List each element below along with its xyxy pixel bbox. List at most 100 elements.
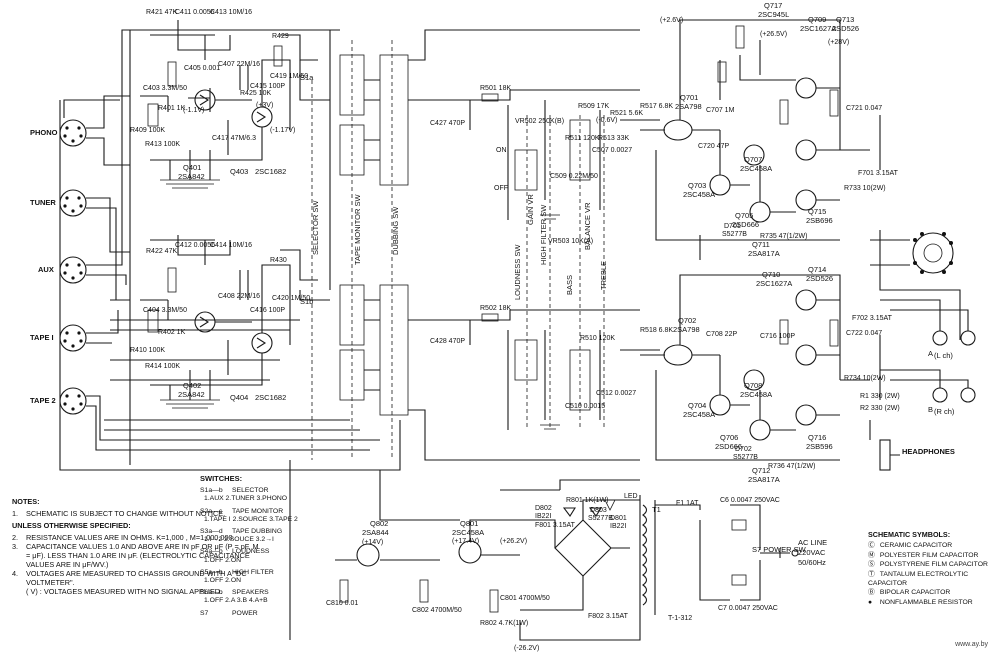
symbol-entry: Ⓜ POLYESTER FILM CAPACITOR bbox=[868, 551, 1000, 560]
note-text: VOLTAGES ARE MEASURED TO CHASSIS GROUND … bbox=[26, 569, 247, 587]
symbol-entry: Ⓒ CERAMIC CAPACITOR bbox=[868, 541, 1000, 550]
q402-type: 2SA842 bbox=[178, 390, 205, 399]
note-number: 3. bbox=[12, 542, 19, 551]
q802-type: 2SA844 bbox=[362, 528, 389, 537]
d702-label: D702 bbox=[735, 446, 752, 453]
switch-positions: 1.TAPE I 2.SOURCE 3.TAPE 2 bbox=[204, 515, 298, 523]
ac-frequency-label: 50/60Hz bbox=[798, 558, 826, 567]
note-number: 2. bbox=[12, 533, 19, 542]
tone-control-section bbox=[470, 89, 660, 430]
symbol-desc: NONFLAMMABLE RESISTOR bbox=[879, 598, 973, 606]
r735-label: R735 47(1/2W) bbox=[760, 233, 807, 240]
q715-type: 2SB696 bbox=[806, 216, 833, 225]
speaker-right-label: (R ch) bbox=[934, 407, 955, 416]
note-number: 1. bbox=[12, 509, 19, 518]
switch-code: S6a—b bbox=[200, 589, 223, 597]
q713-type: 2SD526 bbox=[832, 24, 859, 33]
c716-label: C716 100P bbox=[760, 333, 795, 340]
q704-type: 2SC458A bbox=[683, 410, 715, 419]
rail-p3: (+3V) bbox=[256, 102, 273, 109]
r734-label: R734 10(2W) bbox=[844, 375, 886, 382]
c509-label: C509 0.22M/50 bbox=[550, 173, 598, 180]
tape1-input-label: TAPE I bbox=[30, 333, 54, 342]
ceramic-capacitor-icon: Ⓒ bbox=[868, 542, 875, 550]
s1a-label: S1a bbox=[300, 73, 314, 82]
q703-type: 2SC458A bbox=[683, 190, 715, 199]
c417-label: C417 47M/6.3 bbox=[212, 135, 256, 142]
q401-label: Q401 bbox=[183, 163, 201, 172]
bipolar-capacitor-icon: Ⓑ bbox=[868, 589, 875, 597]
schematic-symbols-panel: SCHEMATIC SYMBOLS: Ⓒ CERAMIC CAPACITOR Ⓜ… bbox=[868, 530, 1000, 607]
r401-label: R401 1K bbox=[158, 105, 186, 112]
q716-label: Q716 bbox=[808, 433, 826, 442]
rail-p2-6: (+2.6V) bbox=[660, 17, 683, 24]
speaker-a-label: A bbox=[928, 349, 933, 358]
d701-label: D701 bbox=[724, 223, 741, 230]
c427-label: C427 470P bbox=[430, 120, 465, 127]
power-amp-upper bbox=[640, 19, 881, 260]
q709-type: 2SC1627A bbox=[800, 24, 836, 33]
polyester-capacitor-icon: Ⓜ bbox=[868, 551, 875, 559]
q711-label: Q711 bbox=[752, 240, 770, 249]
switch-positions: 1.OFF 2.ON bbox=[204, 577, 242, 585]
q705-label: Q705 bbox=[735, 211, 753, 220]
symbol-desc: TANTALUM ELECTROLYTIC CAPACITOR bbox=[868, 570, 969, 588]
q710-label: Q710 bbox=[762, 270, 780, 279]
tape2-input-label: TAPE 2 bbox=[30, 396, 56, 405]
rail-p26v: (+26.2V) bbox=[500, 538, 527, 545]
r430-label: R430 bbox=[270, 257, 287, 264]
c416-label: C416 100P bbox=[250, 307, 285, 314]
polystyrene-capacitor-icon: Ⓢ bbox=[868, 561, 875, 569]
note-item: 2. RESISTANCE VALUES ARE IN OHMS. K=1,00… bbox=[12, 533, 262, 542]
note-number bbox=[12, 587, 26, 596]
note-text: RESISTANCE VALUES ARE IN OHMS. K=1,000 ,… bbox=[26, 533, 233, 542]
c708-label: C708 22P bbox=[706, 331, 737, 338]
r410-label: R410 100K bbox=[130, 347, 165, 354]
f802-label: F802 3.15AT bbox=[588, 613, 629, 620]
r802-label: R802 4.7K(1W) bbox=[480, 620, 528, 627]
q702-label: Q702 bbox=[678, 316, 696, 325]
symbol-entry: Ⓣ TANTALUM ELECTROLYTIC CAPACITOR bbox=[868, 570, 1000, 589]
tantalum-capacitor-icon: Ⓣ bbox=[868, 570, 875, 578]
rail-n26v: (-26.2V) bbox=[514, 645, 539, 652]
ac-line-label: AC LINE bbox=[798, 538, 827, 547]
c802-label: C802 4700M/50 bbox=[412, 607, 462, 614]
aux-input-label: AUX bbox=[38, 265, 54, 274]
r501-label: R501 18K bbox=[480, 85, 511, 92]
r414-label: R414 100K bbox=[145, 363, 180, 370]
q404-label: Q404 bbox=[230, 393, 248, 402]
switch-code: S2a—c bbox=[200, 507, 223, 515]
headphones-label: HEADPHONES bbox=[902, 447, 955, 456]
phono-input-label: PHONO bbox=[30, 128, 58, 137]
d801-type: IB22I bbox=[610, 523, 626, 530]
c801-label: C801 4700M/50 bbox=[500, 595, 550, 602]
r413-label: R413 100K bbox=[145, 141, 180, 148]
r801-label: R801 1K(1W) bbox=[566, 497, 608, 504]
notes-title: NOTES: bbox=[12, 497, 40, 506]
c413-label: C413 10M/16 bbox=[210, 9, 252, 16]
q712-label: Q712 bbox=[752, 466, 770, 475]
c720-label: C720 47P bbox=[698, 143, 729, 150]
q706-label: Q706 bbox=[720, 433, 738, 442]
high-filter-sw-label: HIGH FILTER SW bbox=[539, 204, 548, 265]
q402-label: Q402 bbox=[183, 381, 201, 390]
headphone-jack bbox=[869, 420, 900, 471]
switch-name: TAPE DUBBING bbox=[232, 528, 283, 536]
led-label: LED bbox=[624, 493, 638, 500]
rail-n1-1: (-1.1V) bbox=[183, 107, 204, 114]
r429-label: R429 bbox=[272, 33, 289, 40]
r733-label: R733 10(2W) bbox=[844, 185, 886, 192]
speaker-selector bbox=[870, 230, 961, 340]
q801-type: 2SC458A bbox=[452, 528, 484, 537]
switch-name: SELECTOR bbox=[232, 487, 269, 495]
c411-label: C411 0.0056 bbox=[175, 9, 215, 16]
input-bus-wires bbox=[59, 29, 401, 471]
r513-label: R513 33K bbox=[598, 135, 629, 142]
q703-label: Q703 bbox=[688, 181, 706, 190]
selector-sw-label: SELECTOR SW bbox=[311, 200, 320, 255]
r511-label: R511 120K bbox=[565, 135, 600, 142]
switch-name: LOUDNESS bbox=[232, 548, 270, 556]
f801-label: F801 3.15AT bbox=[535, 522, 576, 529]
